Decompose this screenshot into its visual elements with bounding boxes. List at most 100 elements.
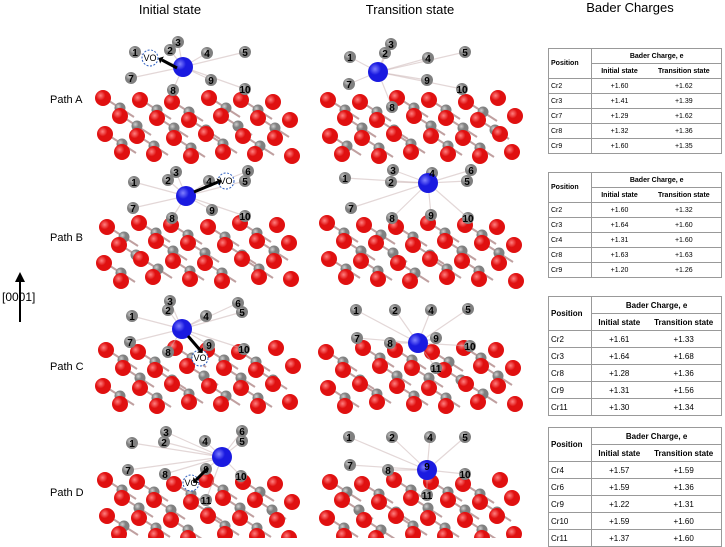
atom-label: 9 [206,341,212,352]
chromium-atom-3 [387,164,399,176]
table-row: Cr4+1.57+1.59 [548,461,722,479]
bond [181,328,245,350]
bader-charge-header: Bader Charge, e [591,172,722,188]
initial-charge-cell: +1.28 [591,364,647,382]
chromium-atom-2 [164,44,176,56]
oxygen-atom [95,90,111,106]
position-cell: Cr9 [548,138,593,154]
atom-label: 4 [203,312,209,323]
bond [182,51,246,68]
oxygen-atom [507,108,523,124]
vacancy-marker [191,349,209,367]
atom-label: 10 [235,472,247,483]
chromium-atom-10 [462,212,474,224]
oxygen-atom [472,148,488,164]
atom-label: 5 [462,433,468,444]
chromium-atom-9 [205,74,217,86]
atom-label: 3 [167,297,173,308]
direction-label: [0001] [2,290,36,304]
chromium-atom-10 [464,340,476,352]
vacancy-label: VO [193,353,206,363]
oxygen-atom [371,148,387,164]
oxygen-atom [217,526,233,538]
atom-label: 5 [242,177,248,188]
oxygen-atom [114,144,130,160]
chromium-atom-6 [236,425,248,437]
oxygen-atom [267,130,283,146]
oxygen-atom [404,360,420,376]
atom-label: 3 [175,38,181,49]
oxygen-atom [506,526,522,538]
atom-label: 8 [385,466,391,477]
atom-label: 10 [464,342,476,353]
table-row: Cr11+1.30+1.34 [548,398,722,416]
oxygen-atom [457,512,473,528]
atom-label: 5 [462,48,468,59]
migrating-chromium-atom [368,62,388,82]
oxygen-atom [181,394,197,410]
oxygen-atom [265,94,281,110]
chromium-atom-11 [200,494,212,506]
oxygen-atom [368,530,384,538]
atom-label: 8 [170,86,176,97]
oxygen-atom [250,398,266,414]
oxygen-atom [336,233,352,249]
chromium-atom-1 [129,46,141,58]
oxygen-atom [200,219,216,235]
chromium-atom-5 [236,306,248,318]
chromium-atom-5 [459,46,471,58]
atom-label: 2 [165,306,171,317]
atom-label: 4 [427,433,433,444]
oxygen-atom [489,508,505,524]
chromium-atom-9 [206,204,218,216]
transition-charge-cell: +1.56 [646,381,722,399]
oxygen-atom [180,530,196,538]
table-row: Cr2+1.61+1.33 [548,330,722,348]
oxygen-atom [458,94,474,110]
chromium-atom-5 [461,175,473,187]
migrating-chromium-atom [417,460,437,480]
transition-charge-cell: +1.68 [646,347,722,365]
chromium-atom-1 [344,51,356,63]
initial-charge-cell: +1.64 [591,347,647,365]
chromium-atom-1 [343,431,355,443]
atom-label: 3 [388,40,394,51]
migration-arrow-icon [194,466,210,482]
position-cell: Cr2 [548,202,593,218]
chromium-atom-10 [238,343,250,355]
atom-label: 2 [388,178,394,189]
atom-label: 5 [239,437,245,448]
oxygen-atom [421,380,437,396]
oxygen-atom [389,378,405,394]
bader-charge-header: Bader Charge, e [591,296,722,314]
oxygen-atom [405,237,421,253]
migration-arrow-icon [186,335,202,351]
bond [348,436,428,471]
oxygen-atom [390,255,406,271]
oxygen-atom [490,90,506,106]
initial-charge-cell: +1.30 [591,398,647,416]
arrow-head-icon [196,347,204,354]
atom-label: 10 [459,470,471,481]
transition-charge-cell: +1.26 [646,262,722,278]
bond [350,182,429,209]
chromium-atom-1 [350,304,362,316]
oxygen-atom [319,215,335,231]
transition-charge-cell: +1.33 [646,330,722,348]
transition-state-header: Transition state [646,313,722,331]
atom-label: 5 [464,177,470,188]
atom-label: 10 [238,345,250,356]
atom-label: 1 [347,53,353,64]
oxygen-atom [336,528,352,538]
chromium-atom-6 [232,297,244,309]
initial-charge-cell: +1.61 [591,330,647,348]
oxygen-atom [356,512,372,528]
position-cell: Cr3 [548,217,593,233]
chromium-atom-6 [242,165,254,177]
oxygen-atom [354,476,370,492]
atom-label: 1 [353,306,359,317]
atom-label: 7 [125,466,131,477]
oxygen-atom [422,251,438,267]
transition-charge-cell: +1.39 [646,93,722,109]
